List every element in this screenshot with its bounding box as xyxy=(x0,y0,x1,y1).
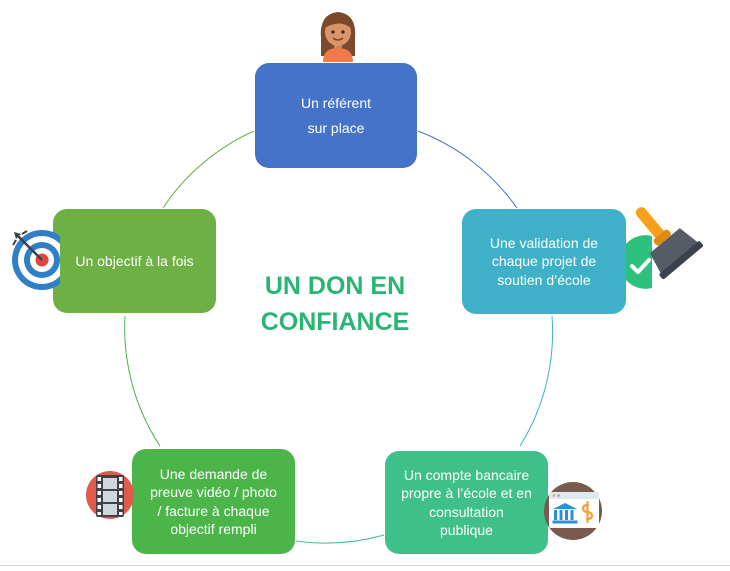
node-objectif: Un objectif à la fois xyxy=(53,209,216,313)
arc-demande-to-objectif xyxy=(124,315,161,447)
target-arrow-icon xyxy=(8,226,72,292)
arc-validation-to-compte xyxy=(519,315,554,447)
diagram-title: UN DON EN CONFIANCE xyxy=(260,272,410,337)
woman-avatar-icon xyxy=(313,8,363,62)
node-demande-preuve: Une demande de preuve vidéo / photo / fa… xyxy=(132,449,295,554)
arc-compte-to-demande xyxy=(295,534,385,544)
approval-stamp-icon xyxy=(622,194,712,292)
node-validation: Une validation de chaque projet de souti… xyxy=(462,209,626,314)
arc-referent-to-validation xyxy=(417,130,518,209)
bottom-divider xyxy=(0,565,730,566)
node-referent: Un référent sur place xyxy=(255,63,417,168)
film-strip-icon xyxy=(84,465,136,523)
node-compte-bancaire: Un compte bancaire propre à l’école et e… xyxy=(385,451,548,554)
arc-objectif-to-referent xyxy=(162,130,255,209)
bank-statement-icon xyxy=(542,478,604,542)
